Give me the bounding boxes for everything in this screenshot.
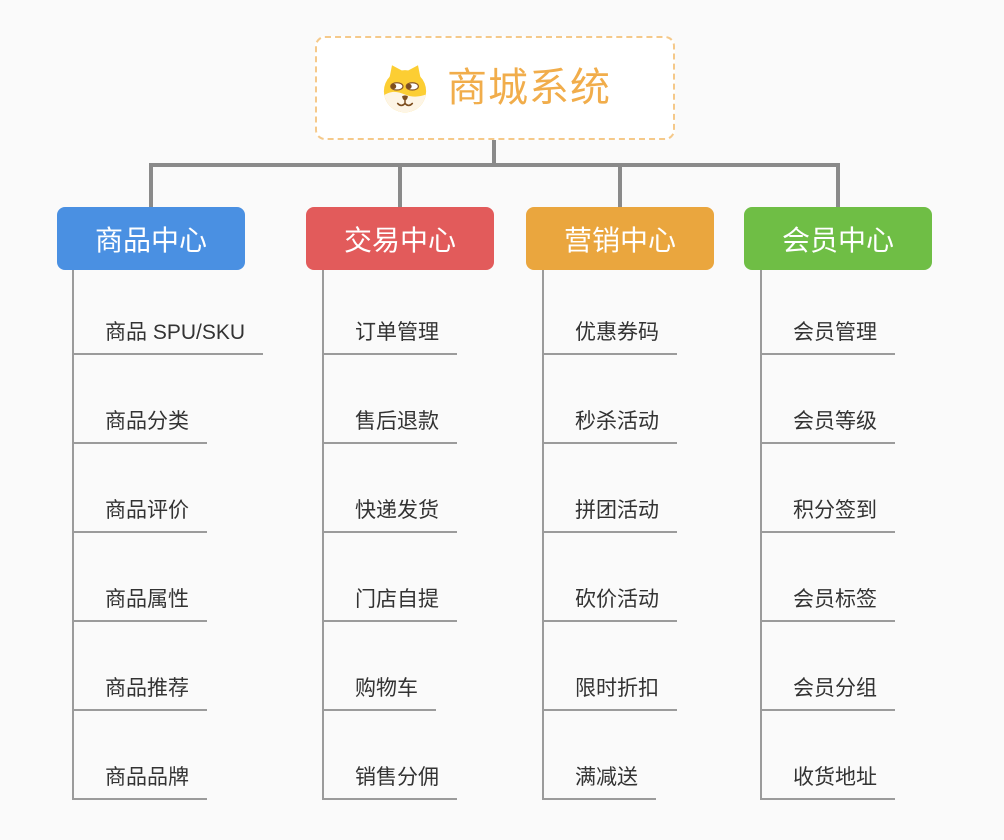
root-title: 商城系统: [447, 66, 611, 110]
child-node[interactable]: 会员管理: [762, 270, 895, 355]
child-node[interactable]: 秒杀活动: [544, 355, 677, 444]
child-node[interactable]: 商品分类: [74, 355, 207, 444]
child-node[interactable]: 订单管理: [324, 270, 457, 355]
child-node[interactable]: 购物车: [324, 622, 436, 711]
child-node[interactable]: 商品属性: [74, 533, 207, 622]
connector-drop-product: [149, 163, 153, 207]
connector-horizontal-rail: [149, 163, 840, 167]
branch-node-trade-center[interactable]: 交易中心: [306, 207, 494, 270]
connector-drop-trade: [398, 163, 402, 207]
connector-drop-marketing: [618, 163, 622, 207]
child-node[interactable]: 会员等级: [762, 355, 895, 444]
child-node[interactable]: 商品推荐: [74, 622, 207, 711]
branch-node-marketing-center[interactable]: 营销中心: [526, 207, 714, 270]
child-node[interactable]: 销售分佣: [324, 711, 457, 800]
child-node[interactable]: 商品品牌: [74, 711, 207, 800]
child-node[interactable]: 商品 SPU/SKU: [74, 270, 264, 355]
root-node[interactable]: 商城系统: [315, 36, 675, 140]
branch-children-member: 会员管理 会员等级 积分签到 会员标签 会员分组 收货地址: [760, 270, 895, 800]
connector-root-stub: [492, 140, 496, 166]
child-node[interactable]: 门店自提: [324, 533, 457, 622]
branch-node-product-center[interactable]: 商品中心: [57, 207, 245, 270]
branch-node-member-center[interactable]: 会员中心: [744, 207, 932, 270]
child-node[interactable]: 售后退款: [324, 355, 457, 444]
child-node[interactable]: 商品评价: [74, 444, 207, 533]
child-node[interactable]: 满减送: [544, 711, 656, 800]
child-node[interactable]: 会员标签: [762, 533, 895, 622]
child-node[interactable]: 优惠券码: [544, 270, 677, 355]
branch-children-trade: 订单管理 售后退款 快递发货 门店自提 购物车 销售分佣: [322, 270, 457, 800]
child-node[interactable]: 砍价活动: [544, 533, 677, 622]
shiba-dog-icon: [379, 62, 431, 114]
child-node[interactable]: 收货地址: [762, 711, 895, 800]
child-node[interactable]: 会员分组: [762, 622, 895, 711]
connector-drop-member: [836, 163, 840, 207]
child-node[interactable]: 限时折扣: [544, 622, 677, 711]
child-node[interactable]: 快递发货: [324, 444, 457, 533]
branch-children-product: 商品 SPU/SKU 商品分类 商品评价 商品属性 商品推荐 商品品牌: [72, 270, 264, 800]
child-node[interactable]: 拼团活动: [544, 444, 677, 533]
branch-children-marketing: 优惠券码 秒杀活动 拼团活动 砍价活动 限时折扣 满减送: [542, 270, 677, 800]
child-node[interactable]: 积分签到: [762, 444, 895, 533]
